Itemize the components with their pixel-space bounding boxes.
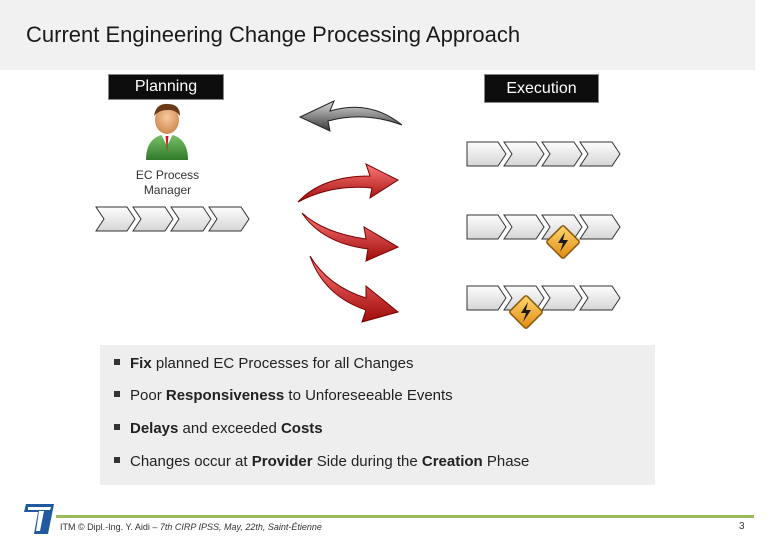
person-icon (146, 103, 188, 160)
curved-arrow-icon (298, 100, 403, 132)
header-bar: Current Engineering Change Processing Ap… (0, 0, 755, 70)
role-label: EC Process Manager (135, 168, 200, 197)
bullet-item: Delays and exceeded Costs (114, 420, 323, 437)
footer-divider (56, 515, 754, 518)
warning-sign-icon (509, 295, 543, 329)
bullet-item: Fix planned EC Processes for all Changes (114, 355, 414, 372)
planning-label: Planning (108, 74, 224, 100)
page-number: 3 (739, 521, 745, 532)
footer-text: ITM © Dipl.-Ing. Y. Aidi – 7th CIRP IPSS… (60, 522, 322, 532)
curved-arrow-icon (297, 163, 400, 203)
curved-arrow-icon (309, 255, 400, 323)
bullet-item: Poor Responsiveness to Unforeseeable Eve… (114, 387, 453, 404)
execution-process-chevrons-3 (466, 285, 626, 311)
bullet-list: Fix planned EC Processes for all Changes… (100, 345, 655, 485)
itm-logo (24, 504, 54, 534)
page-title: Current Engineering Change Processing Ap… (26, 22, 521, 47)
warning-sign-icon (546, 225, 580, 259)
execution-label-text: Execution (506, 80, 577, 97)
bullet-item: Changes occur at Provider Side during th… (114, 453, 529, 470)
execution-label: Execution (484, 74, 599, 103)
execution-process-chevrons-1 (466, 141, 626, 167)
planning-label-text: Planning (134, 78, 198, 95)
planning-process-chevrons (95, 206, 255, 232)
curved-arrow-icon (301, 212, 400, 262)
